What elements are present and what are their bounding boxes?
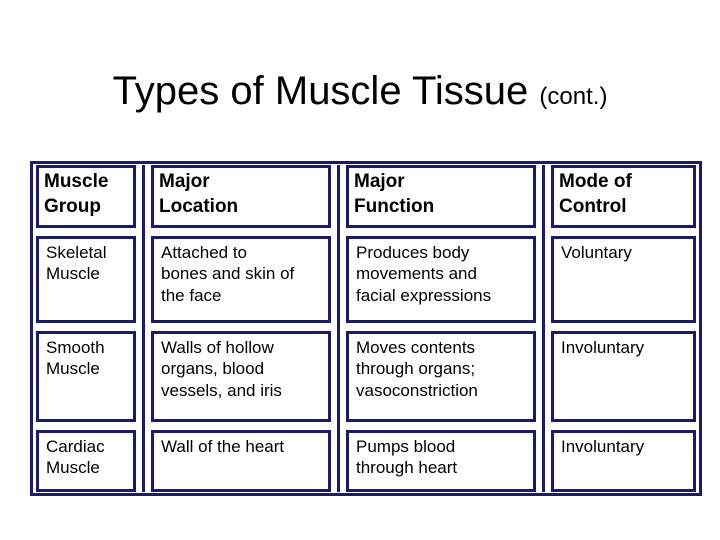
cell-skeletal-function: Produces body movements and facial expre… bbox=[346, 236, 536, 323]
column-divider-line-3 bbox=[542, 165, 545, 492]
header-cell-mode-of-control: Mode of Control bbox=[551, 165, 696, 228]
cell-cardiac-group: Cardiac Muscle bbox=[36, 430, 136, 492]
slide-title: Types of Muscle Tissue (cont.) bbox=[0, 68, 720, 114]
cell-skeletal-control: Voluntary bbox=[551, 236, 696, 323]
cell-smooth-control: Involuntary bbox=[551, 331, 696, 422]
cell-smooth-location: Walls of hollow organs, blood vessels, a… bbox=[151, 331, 331, 422]
cell-smooth-function: Moves contents through organs; vasoconst… bbox=[346, 331, 536, 422]
header-cell-major-location: Major Location bbox=[151, 165, 331, 228]
column-divider-line-2 bbox=[337, 165, 340, 492]
header-cell-major-function: Major Function bbox=[346, 165, 536, 228]
cell-smooth-group: Smooth Muscle bbox=[36, 331, 136, 422]
column-divider-line-1 bbox=[142, 165, 145, 492]
header-cell-muscle-group: Muscle Group bbox=[36, 165, 136, 228]
cell-cardiac-function: Pumps blood through heart bbox=[346, 430, 536, 492]
slide-title-text: Types of Muscle Tissue bbox=[112, 69, 529, 113]
cell-skeletal-group: Skeletal Muscle bbox=[36, 236, 136, 323]
cell-skeletal-location: Attached to bones and skin of the face bbox=[151, 236, 331, 323]
slide-title-suffix: (cont.) bbox=[539, 83, 608, 110]
muscle-tissue-table: Muscle Group Major Location Major Functi… bbox=[30, 161, 702, 496]
cell-cardiac-location: Wall of the heart bbox=[151, 430, 331, 492]
cell-cardiac-control: Involuntary bbox=[551, 430, 696, 492]
